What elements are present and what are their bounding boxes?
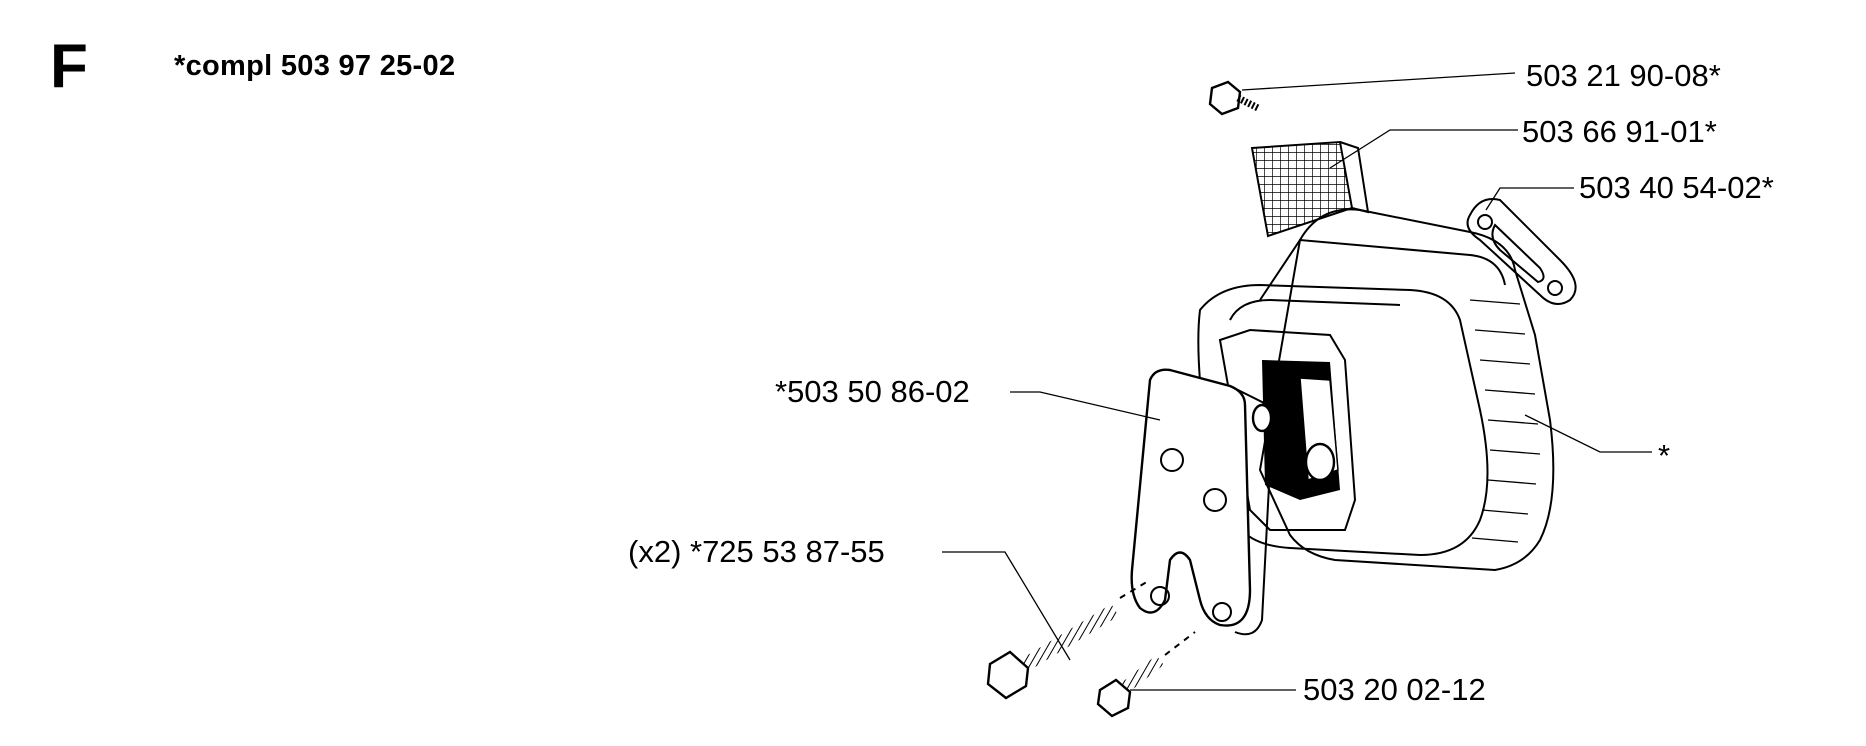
long-bolt-part [986, 579, 1151, 700]
part-label-spark-screen: 503 66 91-01* [1522, 114, 1717, 149]
section-letter: F [50, 32, 88, 101]
assembly-number: *compl 503 97 25-02 [174, 50, 456, 82]
gasket [1466, 198, 1577, 305]
part-label-gasket: 503 40 54-02* [1579, 170, 1774, 205]
spark-screen [1250, 140, 1370, 238]
part-label-screw-top: 503 21 90-08* [1526, 58, 1721, 93]
front-plate [1130, 368, 1274, 636]
leader-front-plate [1010, 391, 1161, 421]
part-label-long-bolt: (x2) *725 53 87-55 [628, 534, 885, 569]
screw-top-part [1208, 80, 1260, 116]
part-label-front-plate: *503 50 86-02 [775, 374, 970, 409]
part-label-muffler-body: * [1658, 438, 1671, 473]
leader-spark-screen [1329, 129, 1518, 169]
leader-muffler-body [1524, 414, 1652, 453]
leader-lines [942, 72, 1652, 691]
short-screw-part [1096, 631, 1196, 718]
leader-long-bolt [942, 551, 1071, 661]
leader-screw-top [1241, 72, 1516, 91]
muffler-body [1197, 208, 1555, 572]
leader-gasket [1485, 187, 1574, 211]
part-label-short-screw: 503 20 02-12 [1303, 672, 1486, 707]
